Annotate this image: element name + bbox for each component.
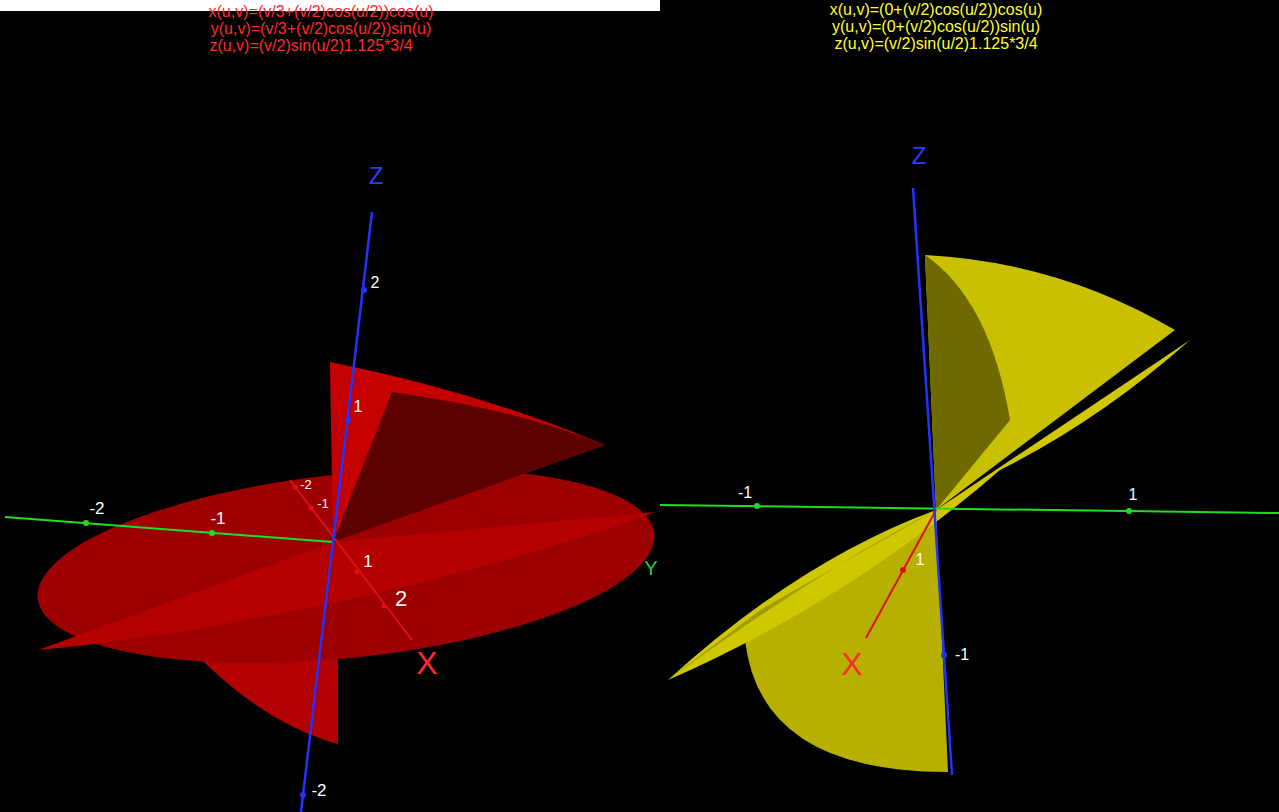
axis-name: Z bbox=[912, 144, 927, 168]
tick-number: 1 bbox=[363, 553, 372, 570]
tick-number: -2 bbox=[300, 478, 312, 491]
tick-number: 1 bbox=[916, 552, 925, 568]
axis-name: X bbox=[841, 648, 862, 680]
tick-dot bbox=[1126, 508, 1132, 514]
tick-dot bbox=[900, 567, 906, 573]
formula: z(u,v)=(v/2)sin(u/2)1.125*3/4 bbox=[834, 36, 1037, 52]
y-axis bbox=[660, 505, 1279, 513]
tick-dot bbox=[382, 604, 387, 609]
z-axis bbox=[913, 188, 952, 775]
y-axis bbox=[5, 517, 333, 542]
tick-number: -1 bbox=[738, 485, 752, 501]
axis-name: Z bbox=[369, 164, 384, 188]
tick-dot bbox=[355, 570, 360, 575]
tick-dot bbox=[345, 417, 351, 423]
tick-number: -2 bbox=[311, 782, 326, 799]
z-axis bbox=[301, 212, 372, 812]
tick-dot bbox=[754, 503, 760, 509]
tick-number: 2 bbox=[371, 275, 380, 291]
tick-dot bbox=[361, 287, 367, 293]
tick-number: -2 bbox=[89, 500, 104, 517]
surface-patch bbox=[668, 510, 936, 680]
axis-name: X bbox=[416, 647, 437, 679]
tick-number: -1 bbox=[955, 647, 969, 663]
tick-dot bbox=[209, 530, 215, 536]
formula: x(u,v)=(0+(v/2)cos(u/2))cos(u) bbox=[830, 2, 1043, 18]
tick-dot bbox=[941, 652, 947, 658]
tick-number: -1 bbox=[317, 497, 329, 510]
surface-cone bbox=[745, 510, 948, 772]
surface-shadow bbox=[333, 392, 605, 542]
x-axis bbox=[290, 480, 412, 640]
x-axis bbox=[866, 510, 936, 638]
formula: y(u,v)=(0+(v/2)cos(u/2))sin(u) bbox=[832, 19, 1040, 35]
tick-number: -1 bbox=[210, 510, 225, 527]
tick-dot bbox=[300, 792, 306, 798]
formula: z(u,v)=(v/2)sin(u/2)1.125*3/4 bbox=[209, 38, 412, 54]
formula: y(u,v)=(v/3+(v/2)cos(u/2))sin(u) bbox=[211, 21, 432, 37]
tick-dot bbox=[309, 506, 314, 511]
formula: x(u,v)=(v/3+(v/2)cos(u/2))cos(u) bbox=[209, 4, 434, 20]
tick-number: 2 bbox=[395, 588, 407, 610]
tick-number: 1 bbox=[354, 399, 363, 415]
axis-name: Y bbox=[644, 558, 657, 578]
tick-number: 1 bbox=[1129, 487, 1138, 503]
surface-patch bbox=[330, 362, 605, 542]
tick-dot bbox=[293, 485, 298, 490]
tick-dot bbox=[83, 520, 89, 526]
